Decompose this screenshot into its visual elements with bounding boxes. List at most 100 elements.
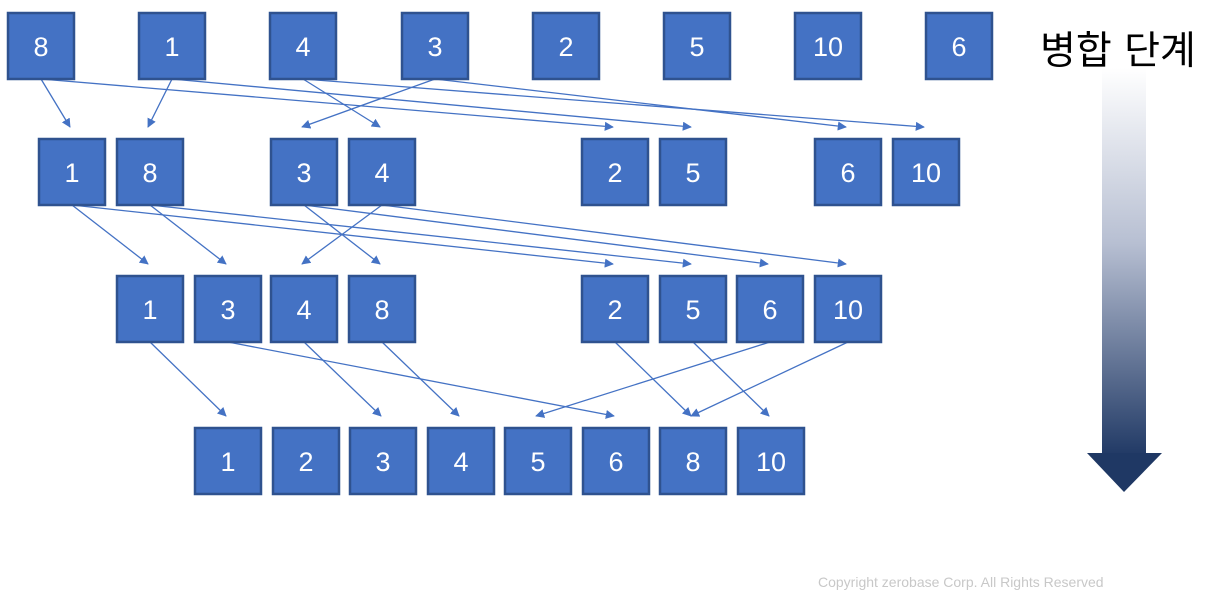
number-box-value: 4 xyxy=(453,447,468,477)
number-box: 4 xyxy=(268,11,338,81)
number-box-value: 8 xyxy=(142,158,157,188)
stage-title: 병합 단계 xyxy=(1040,29,1196,74)
number-box: 4 xyxy=(426,426,496,496)
number-box-rect xyxy=(348,426,418,496)
number-box: 6 xyxy=(924,11,994,81)
number-box-value: 1 xyxy=(142,295,157,325)
number-box-value: 2 xyxy=(558,32,573,62)
number-box-value: 5 xyxy=(689,32,704,62)
number-box-value: 10 xyxy=(911,158,941,188)
number-box-value: 4 xyxy=(295,32,310,62)
number-box-rect xyxy=(580,274,650,344)
number-box-rect xyxy=(658,274,728,344)
number-box-rect xyxy=(347,274,417,344)
number-box-rect xyxy=(580,137,650,207)
merge-arrow xyxy=(434,78,847,131)
number-box-value: 6 xyxy=(951,32,966,62)
number-box: 2 xyxy=(271,426,341,496)
number-box: 1 xyxy=(115,274,185,344)
number-box-value: 2 xyxy=(607,158,622,188)
number-box: 6 xyxy=(813,137,883,207)
number-box-value: 4 xyxy=(374,158,389,188)
number-box-value: 10 xyxy=(813,32,843,62)
number-box-rect xyxy=(793,11,863,81)
number-box-rect xyxy=(581,426,651,496)
number-box-value: 10 xyxy=(833,295,863,325)
number-box: 10 xyxy=(813,274,883,344)
number-box: 1 xyxy=(137,11,207,81)
merge-arrow xyxy=(40,78,614,131)
number-box-value: 1 xyxy=(64,158,79,188)
number-box-value: 8 xyxy=(685,447,700,477)
merge-stage-arrow xyxy=(1087,68,1162,492)
merge-arrow xyxy=(40,78,71,128)
merge-arrow xyxy=(147,78,173,128)
number-box-rect xyxy=(662,11,732,81)
number-box: 2 xyxy=(580,137,650,207)
number-box-value: 1 xyxy=(220,447,235,477)
number-box: 10 xyxy=(736,426,806,496)
number-box-value: 1 xyxy=(164,32,179,62)
number-box-value: 2 xyxy=(298,447,313,477)
number-box-rect xyxy=(400,11,470,81)
number-box: 8 xyxy=(347,274,417,344)
number-box-value: 5 xyxy=(685,295,700,325)
number-box-rect xyxy=(736,426,806,496)
number-box-rect xyxy=(193,274,263,344)
number-box-rect xyxy=(269,274,339,344)
merge-stage-arrow-head xyxy=(1087,453,1162,492)
merge-arrow xyxy=(227,341,615,419)
number-box: 3 xyxy=(348,426,418,496)
number-box: 8 xyxy=(658,426,728,496)
number-box-rect xyxy=(268,11,338,81)
merge-arrow xyxy=(71,204,149,265)
merge-arrow xyxy=(302,78,925,131)
merge-arrow xyxy=(149,204,692,268)
number-box-rect xyxy=(503,426,573,496)
number-box-rect xyxy=(531,11,601,81)
number-box: 1 xyxy=(37,137,107,207)
number-box-value: 6 xyxy=(608,447,623,477)
merge-arrow xyxy=(303,204,769,268)
number-box-value: 3 xyxy=(220,295,235,325)
number-box-rect xyxy=(115,137,185,207)
merge-arrow xyxy=(381,204,847,268)
number-box: 3 xyxy=(269,137,339,207)
number-box-rect xyxy=(6,11,76,81)
number-box: 5 xyxy=(658,274,728,344)
number-box-rect xyxy=(37,137,107,207)
number-box-rect xyxy=(347,137,417,207)
number-box-rect xyxy=(269,137,339,207)
number-box-value: 3 xyxy=(296,158,311,188)
copyright-notice: Copyright zerobase Corp. All Rights Rese… xyxy=(818,574,1104,590)
merge-arrow xyxy=(171,78,692,131)
merge-stage-arrow-shaft xyxy=(1102,68,1146,458)
number-box: 3 xyxy=(400,11,470,81)
number-box: 8 xyxy=(115,137,185,207)
number-box: 8 xyxy=(6,11,76,81)
merge-arrow xyxy=(302,78,381,128)
merge-arrow xyxy=(149,204,227,265)
merge-arrow xyxy=(614,341,692,417)
number-box: 2 xyxy=(531,11,601,81)
merge-arrow xyxy=(303,341,382,417)
number-box: 10 xyxy=(891,137,961,207)
number-box-rect xyxy=(658,426,728,496)
number-box-rect xyxy=(924,11,994,81)
number-box-value: 3 xyxy=(427,32,442,62)
number-box: 10 xyxy=(793,11,863,81)
number-box-rect xyxy=(426,426,496,496)
number-box-value: 4 xyxy=(296,295,311,325)
number-box: 4 xyxy=(269,274,339,344)
number-box-rect xyxy=(813,137,883,207)
number-box-value: 10 xyxy=(756,447,786,477)
number-box-value: 8 xyxy=(33,32,48,62)
merge-arrows xyxy=(40,78,925,419)
merge-arrow xyxy=(71,204,614,268)
number-box: 5 xyxy=(662,11,732,81)
number-box-value: 6 xyxy=(840,158,855,188)
merge-arrow xyxy=(692,341,770,417)
number-box-rect xyxy=(271,426,341,496)
